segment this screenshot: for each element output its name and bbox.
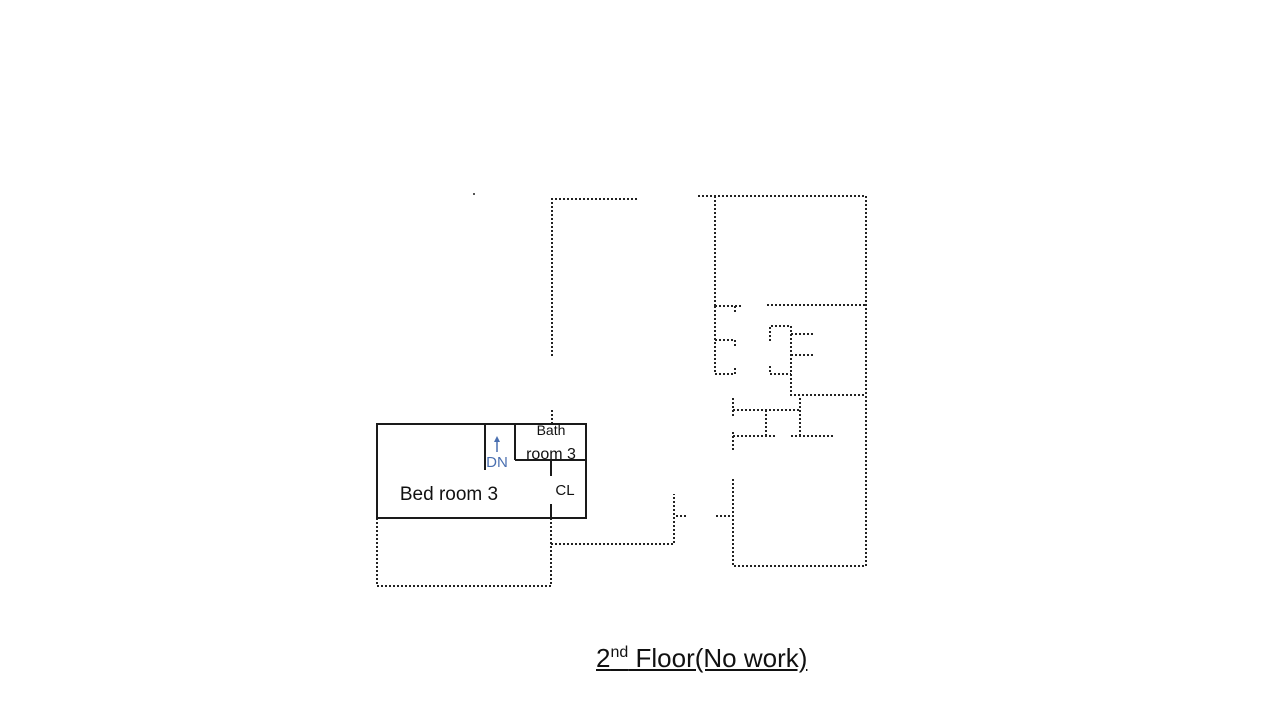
right-wing-top bbox=[698, 195, 867, 567]
lower-left-wall bbox=[376, 518, 552, 587]
closet-label: CL bbox=[555, 482, 574, 499]
stray-speck bbox=[473, 193, 475, 195]
closet-mid-1 bbox=[769, 325, 866, 396]
bedroom-block bbox=[376, 423, 587, 519]
closet-left-2 bbox=[715, 339, 736, 348]
stairs-arrow-icon bbox=[494, 436, 500, 452]
dotted-walls bbox=[376, 195, 867, 587]
lower-middle-wall bbox=[551, 494, 675, 545]
floor-title-text: Floor(No work) bbox=[628, 643, 808, 673]
stairs-label: DN bbox=[486, 454, 508, 471]
upper-left-wall bbox=[551, 198, 638, 356]
bedroom-label: Bed room 3 bbox=[400, 484, 498, 505]
bath-label-line-1: Bath bbox=[537, 422, 566, 438]
closet-mid-2 bbox=[769, 366, 791, 375]
bedroom-outline bbox=[376, 423, 587, 519]
bath-label-line-2: room 3 bbox=[526, 446, 576, 463]
floor-title-superscript: nd bbox=[610, 644, 629, 661]
floor-title-number: 2 bbox=[596, 643, 611, 673]
floor-title: 2nd Floor(No work) bbox=[596, 640, 807, 676]
